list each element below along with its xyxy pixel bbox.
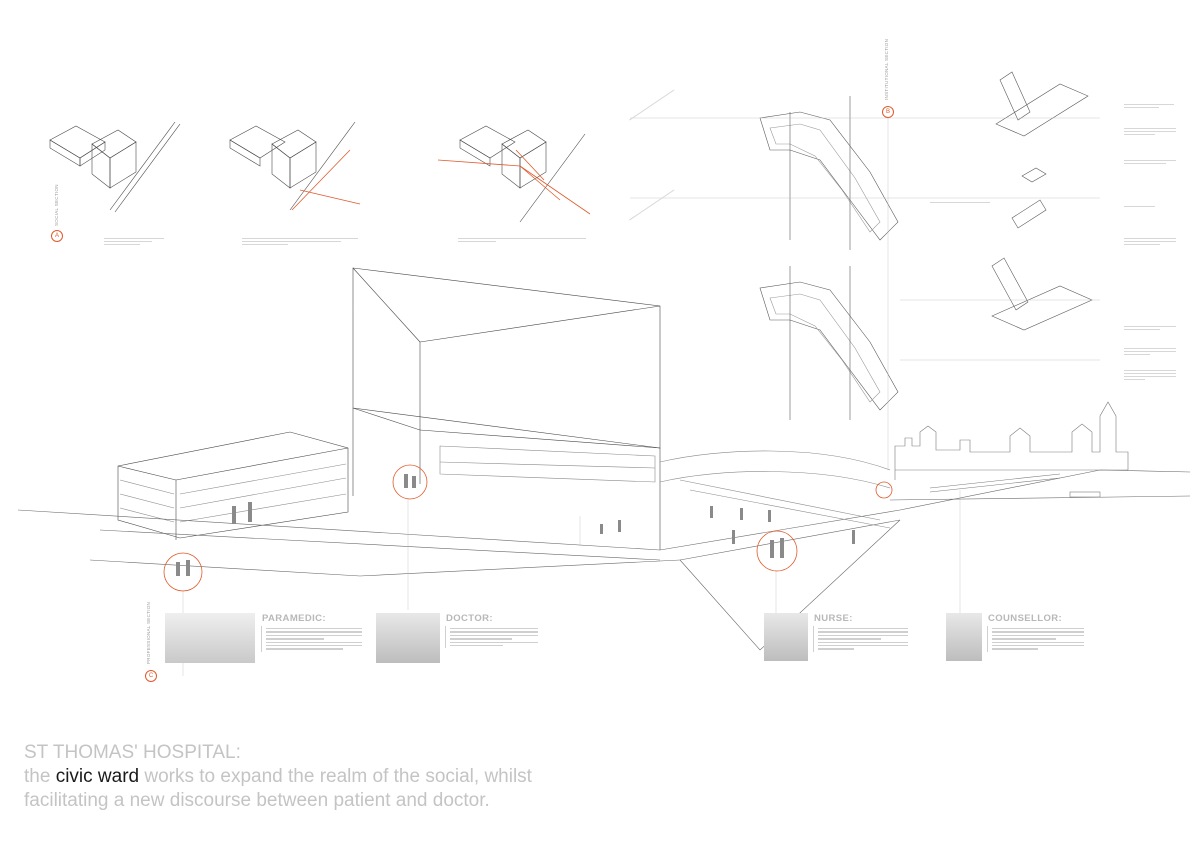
nurse-photo bbox=[764, 613, 808, 661]
caption-axon-4 bbox=[1124, 204, 1168, 209]
doctor-text bbox=[445, 626, 538, 649]
marker-c: C bbox=[145, 670, 157, 682]
counsellor-text bbox=[987, 626, 1084, 652]
paramedic-photo bbox=[165, 613, 255, 663]
caption-plan bbox=[930, 200, 990, 205]
counsellor-photo bbox=[946, 613, 982, 661]
headline-accent: civic ward bbox=[55, 766, 140, 787]
paramedic-text bbox=[261, 626, 362, 652]
caption-axon-1 bbox=[1124, 102, 1174, 110]
role-nurse: NURSE: bbox=[814, 613, 853, 624]
caption-axon-6 bbox=[1124, 324, 1176, 332]
headline-line-1-start: the bbox=[24, 766, 56, 787]
headline-title: ST THOMAS' HOSPITAL: bbox=[24, 742, 241, 763]
caption-axon-2 bbox=[1124, 126, 1176, 137]
caption-axon-5 bbox=[1124, 236, 1176, 247]
parliament-skyline bbox=[894, 401, 1129, 498]
caption-diagram-2 bbox=[242, 236, 358, 247]
plan-upper bbox=[759, 96, 899, 250]
role-counsellor: COUNSELLOR: bbox=[988, 613, 1063, 624]
headline: ST THOMAS' HOSPITAL: the civic ward work… bbox=[24, 741, 532, 813]
caption-axon-7 bbox=[1124, 346, 1176, 357]
central-tower bbox=[352, 267, 661, 550]
nurse-text bbox=[813, 626, 908, 652]
caption-axon-3 bbox=[1124, 158, 1176, 166]
axon-upper bbox=[995, 71, 1089, 229]
caption-diagram-1 bbox=[104, 236, 164, 247]
caption-axon-8 bbox=[1124, 368, 1176, 382]
section-label-institutional: INSTITUTIONAL SECTION bbox=[884, 38, 889, 100]
orange-accents bbox=[163, 149, 893, 592]
diagram-social-1 bbox=[49, 121, 181, 213]
plan-lower bbox=[759, 266, 899, 420]
headline-line-1: the civic ward works to expand the realm… bbox=[24, 765, 532, 789]
section-label-social: SOCIAL SECTION bbox=[54, 184, 59, 226]
section-label-professional: PROFESSIONAL SECTION bbox=[146, 601, 151, 664]
diagram-social-3 bbox=[459, 125, 586, 223]
caption-diagram-3 bbox=[458, 236, 586, 244]
marker-b: B bbox=[882, 106, 894, 118]
axon-lower bbox=[991, 257, 1093, 331]
role-doctor: DOCTOR: bbox=[446, 613, 493, 624]
left-building bbox=[117, 431, 349, 540]
bridge bbox=[659, 450, 891, 529]
figures bbox=[176, 474, 855, 576]
doctor-photo bbox=[376, 613, 440, 663]
marker-a: A bbox=[51, 230, 63, 242]
headline-line-2: facilitating a new discourse between pat… bbox=[24, 790, 490, 811]
ground-plane bbox=[17, 469, 1191, 651]
role-paramedic: PARAMEDIC: bbox=[262, 613, 326, 624]
headline-line-1-end: works to expand the realm of the social,… bbox=[139, 766, 532, 787]
diagram-social-2 bbox=[229, 121, 356, 211]
